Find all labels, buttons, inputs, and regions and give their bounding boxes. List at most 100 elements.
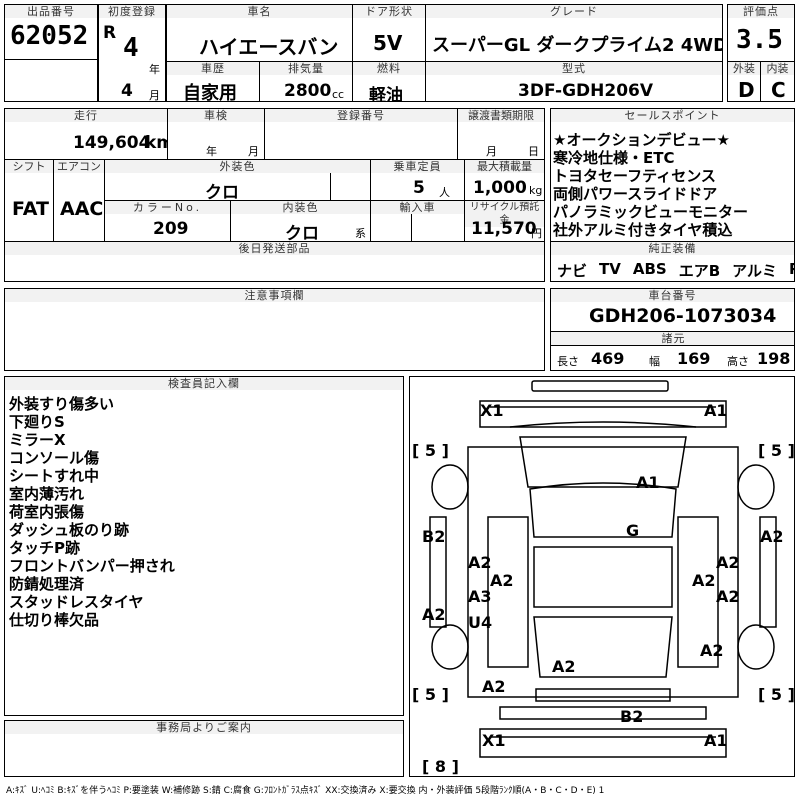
interior-grade: C xyxy=(771,78,786,102)
caution-cell: 注意事項欄 xyxy=(4,288,545,371)
interior-label: 内装 xyxy=(761,62,794,75)
inspector-note: 室内薄汚れ xyxy=(9,485,85,503)
sales-point: 寒冷地仕様・ETC xyxy=(553,149,675,167)
length-label: 長さ xyxy=(557,355,579,368)
inspector-note: 下廻りS xyxy=(9,413,65,431)
reg-month: 4 xyxy=(121,81,133,101)
grade: スーパーGL ダークプライム2 4WD xyxy=(432,35,723,56)
reg-no-label: 登録番号 xyxy=(265,109,457,122)
ac: AAC xyxy=(60,198,104,220)
office-label: 事務局よりご案内 xyxy=(5,721,403,734)
later-parts-label: 後日発送部品 xyxy=(5,242,544,255)
inspector-note: 防錆処理済 xyxy=(9,575,85,593)
door-label: ドア形状 xyxy=(353,5,425,18)
deadline-day-unit: 日 xyxy=(528,145,539,158)
reg-no-cell: 登録番号 xyxy=(264,108,458,160)
tire-rear-left: [ 5 ] xyxy=(412,685,449,704)
rear-floor-mark: A2 xyxy=(552,657,576,676)
displacement: 2800 xyxy=(284,81,332,101)
inspector-note: スタッドレスタイヤ xyxy=(9,593,144,611)
grade-cell: グレード スーパーGL ダークプライム2 4WD xyxy=(425,4,723,62)
inspector-label: 検査員記入欄 xyxy=(5,377,403,390)
exterior-grade-cell: 外装 D xyxy=(727,61,761,102)
score: 3.5 xyxy=(736,25,783,55)
inspector-note: ダッシュ板のり跡 xyxy=(9,521,130,539)
tire-front-right: [ 5 ] xyxy=(758,441,795,460)
model-label: 型式 xyxy=(426,62,722,75)
ac-cell: エアコン AAC xyxy=(53,159,105,242)
interior-grade-cell: 内装 C xyxy=(760,61,795,102)
equipment-item: エアB xyxy=(678,262,721,280)
caution-label: 注意事項欄 xyxy=(5,289,544,302)
exterior-label: 外装 xyxy=(728,62,760,75)
door-type: 5V xyxy=(373,31,403,55)
first-reg-label: 初度登録 xyxy=(99,5,165,18)
inspector-note: 荷室内張傷 xyxy=(9,503,85,521)
car-name-cell: 車名 ハイエースバン xyxy=(166,4,353,62)
door-cell: ドア形状 5V xyxy=(352,4,426,62)
mileage-label: 走行 xyxy=(5,109,167,122)
chassis-number: GDH206-1073034 xyxy=(589,305,777,327)
grade-label: グレード xyxy=(426,5,722,18)
equipment-item: アルミ xyxy=(732,262,778,280)
left-rear-quarter-mark: A2 xyxy=(422,605,446,624)
right-door1b-mark: A2 xyxy=(692,571,716,590)
capacity-cell: 乗車定員 5 人 xyxy=(370,159,465,201)
height: 198 xyxy=(757,349,791,368)
equipment-cell: 純正装備 ナビTVABSエアBアルミPSPW xyxy=(550,241,795,282)
inspector-note: フロントバンパー押され xyxy=(9,557,175,575)
car-name-label: 車名 xyxy=(167,5,352,18)
cc-unit: cc xyxy=(332,88,345,101)
equipment-item: PS xyxy=(789,260,794,281)
equipment-item: ABS xyxy=(632,260,667,278)
sales-point: トヨタセーフティセンス xyxy=(553,167,716,185)
capacity-label: 乗車定員 xyxy=(371,160,464,173)
left-door1-mark: A2 xyxy=(468,553,492,572)
model: 3DF-GDH206V xyxy=(518,81,654,101)
sales-point: 両側パワースライドドア xyxy=(553,185,718,203)
right-front-mark: A2 xyxy=(760,527,784,546)
load: 1,000 xyxy=(473,178,527,198)
equipment-label: 純正装備 xyxy=(551,242,794,255)
chassis-label: 車台番号 xyxy=(551,289,794,302)
deadline-month-unit: 月 xyxy=(486,145,497,158)
lot-blank xyxy=(4,59,98,102)
int-color: クロ xyxy=(285,224,319,242)
mileage: 149,604 xyxy=(73,133,151,153)
color-no-label: カラーNo. xyxy=(105,201,230,214)
dims-label: 諸元 xyxy=(551,332,794,345)
length: 469 xyxy=(591,349,625,368)
inspection-label: 車検 xyxy=(168,109,264,122)
left-front-mark: B2 xyxy=(422,527,446,546)
equipment-item: ナビ xyxy=(557,262,588,280)
ac-label: エアコン xyxy=(54,160,104,173)
history-cell: 車歴 自家用 xyxy=(166,61,260,102)
lot-cell: 出品番号 62052 xyxy=(4,4,98,60)
chassis-cell: 車台番号 GDH206-1073034 諸元 長さ 469 幅 169 高さ 1… xyxy=(550,288,795,371)
recycle: 11,570 xyxy=(471,219,537,239)
width-label: 幅 xyxy=(649,355,660,368)
capacity: 5 xyxy=(413,178,425,198)
load-cell: 最大積載量 1,000 kg xyxy=(464,159,545,201)
fuel-cell: 燃料 軽油 xyxy=(352,61,426,102)
inspector-note: ミラーX xyxy=(9,431,66,449)
spare-tire: [ 8 ] xyxy=(422,757,459,776)
import-cell: 輸入車 xyxy=(370,200,465,242)
damage-diagram: X1 A1 X1 A1 [ 5 ] [ 5 ] [ 5 ] [ 5 ] [ 8 … xyxy=(409,376,795,777)
shift-cell: シフト FAT xyxy=(4,159,54,242)
year-unit: 年 xyxy=(149,63,160,76)
ext-color-label: 外装色 xyxy=(105,160,370,173)
inspector-note: 仕切り棒欠品 xyxy=(9,611,100,629)
corner-front-right: A1 xyxy=(704,401,728,420)
history: 自家用 xyxy=(183,83,237,102)
recycle-cell: リサイクル預託金 11,570 円 xyxy=(464,200,545,242)
later-parts-cell: 後日発送部品 xyxy=(4,241,545,282)
recycle-label: リサイクル預託金 xyxy=(465,201,544,227)
glass-mark: G xyxy=(626,521,640,540)
right-door2-mark: A2 xyxy=(716,587,740,606)
left-door1b-mark: A2 xyxy=(490,571,514,590)
recycle-unit: 円 xyxy=(531,227,542,240)
load-unit: kg xyxy=(529,184,543,197)
